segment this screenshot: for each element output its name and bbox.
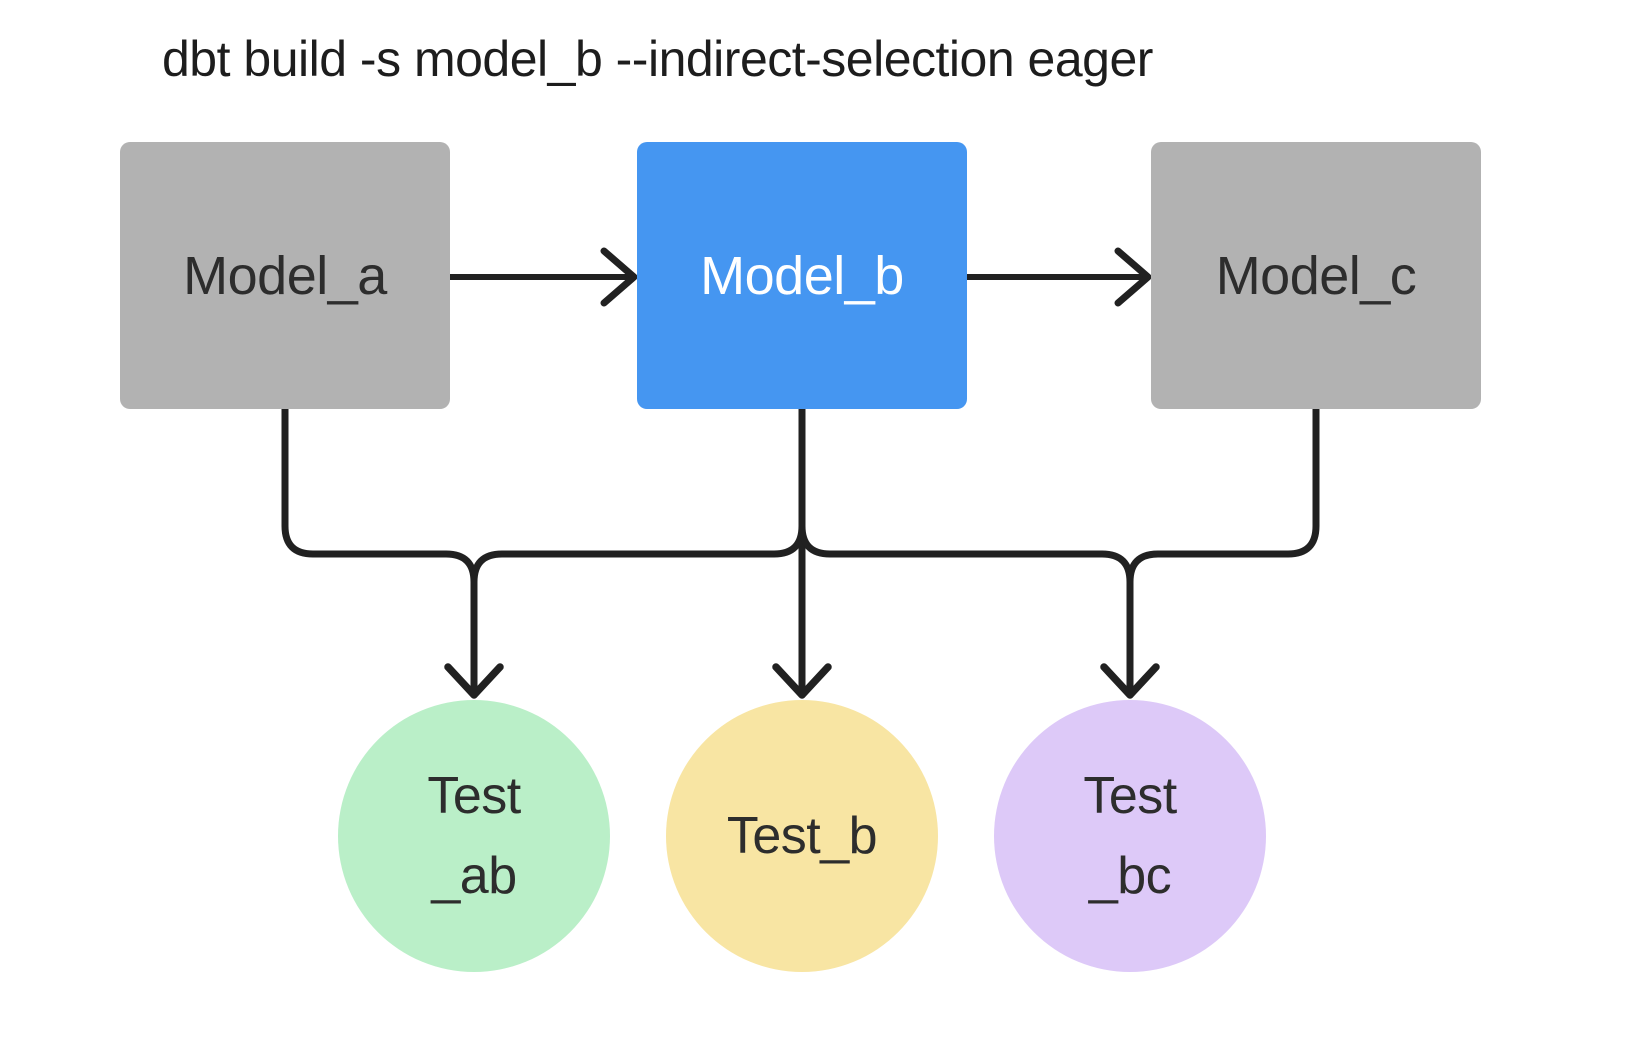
node-model-a-label: Model_a — [183, 245, 387, 306]
edge-model-b-to-test-ab — [470, 405, 806, 694]
edge-model-a-to-model-b — [447, 247, 638, 307]
node-test-ab: Test _ab — [338, 700, 610, 972]
edge-model-c-to-test-bc — [1126, 405, 1320, 694]
arrow-right-icon — [1114, 247, 1152, 307]
node-test-bc: Test _bc — [994, 700, 1266, 972]
node-model-b: Model_b — [637, 142, 967, 409]
node-model-b-label: Model_b — [700, 245, 904, 306]
arrow-down-icon — [444, 663, 504, 699]
node-test-bc-label-line1: Test — [1083, 767, 1177, 825]
arrow-down-icon — [1100, 663, 1160, 699]
edge-model-b-to-model-c — [964, 247, 1152, 307]
edge-model-b-to-test-bc — [798, 405, 1134, 694]
node-model-c: Model_c — [1151, 142, 1481, 409]
node-test-b-label: Test_b — [726, 807, 878, 865]
arrow-right-icon — [600, 247, 638, 307]
arrow-down-icon — [772, 663, 832, 699]
node-test-ab-label-line2: _ab — [431, 847, 517, 905]
node-test-ab-label-line1: Test — [427, 767, 521, 825]
diagram-title: dbt build -s model_b --indirect-selectio… — [162, 31, 1153, 87]
edge-model-a-to-test-ab — [281, 405, 478, 694]
node-model-a: Model_a — [120, 142, 450, 409]
node-test-bc-label-line2: _bc — [1088, 847, 1172, 905]
node-model-c-label: Model_c — [1215, 245, 1417, 306]
node-test-b: Test_b — [666, 700, 938, 972]
